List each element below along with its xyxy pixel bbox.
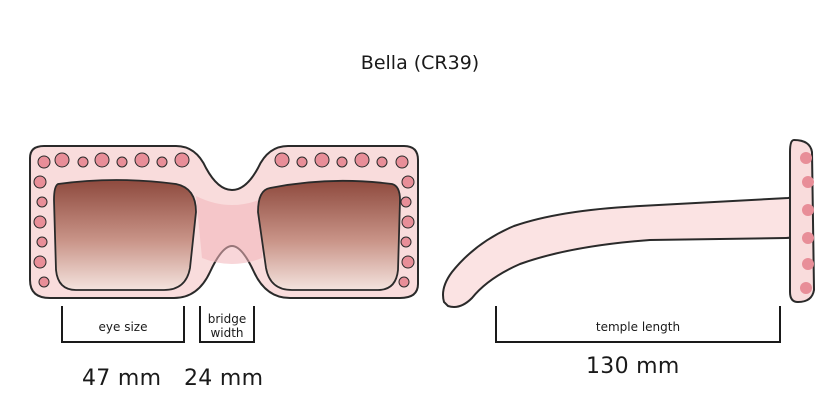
bridge-width-value: 24 mm [184, 366, 264, 391]
temple-length-bracket [495, 306, 781, 343]
temple-length-label: temple length [595, 320, 681, 334]
bridge-width-label-line2: width [210, 326, 244, 340]
left-lens [53, 179, 197, 291]
eye-size-label: eye size [98, 320, 148, 334]
bridge-width-bracket [199, 306, 255, 343]
left-frame-jewels [33, 152, 190, 288]
temple-length-value: 130 mm [586, 354, 680, 379]
product-title: Bella (CR39) [360, 52, 480, 74]
eye-size-bracket [61, 306, 185, 343]
right-lens [257, 179, 401, 291]
right-frame-jewels [274, 152, 415, 288]
temple-side-view [442, 138, 816, 308]
bridge-width-label-line1: bridge [207, 312, 247, 326]
eye-size-value: 47 mm [82, 366, 162, 391]
